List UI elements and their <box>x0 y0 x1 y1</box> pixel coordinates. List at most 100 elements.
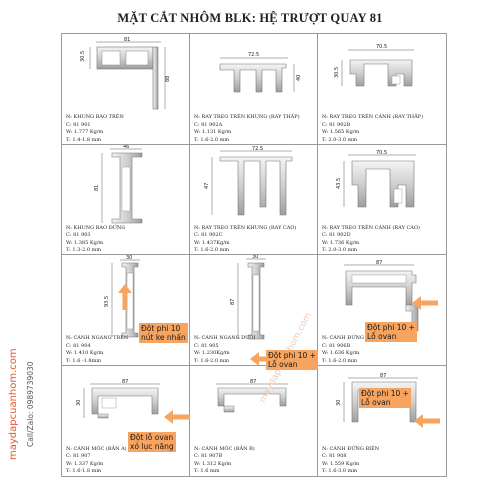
profile-cell: 70.5 30.5 N: RAY TREO TRÊN CÁNH (RAY THẤ… <box>318 34 446 145</box>
profile-weight: W: 1.437Kg/m <box>194 239 230 246</box>
profile-thickness: T: 2.0-3.0 mm <box>322 136 358 143</box>
profile-code: C: 81 907 <box>66 453 91 459</box>
profile-drawing: 70.5 30.5 <box>334 44 414 87</box>
dim-height: 30.5 <box>334 67 340 78</box>
dim-height: 81 <box>94 184 100 190</box>
callout-note: Đột phi 10 +Lỗ ovan <box>359 388 411 408</box>
profile-info: N: CÁNH ĐỨNG BIÊN C: 81 908 W: 1.559 Kg/… <box>322 446 444 476</box>
profile-info: N: RAY TREO TRÊN CÁNH (RAY THẤP) C: 81 9… <box>322 114 444 144</box>
profile-weight: W: 1.230Kg/m <box>194 350 230 356</box>
dim-height: 30 <box>76 399 82 405</box>
profile-cell: 46 81 N: KHUNG BAO ĐỨNG C: 81 903 W: 1.3… <box>62 144 190 255</box>
profile-code: C: 81 907B <box>194 453 223 459</box>
profile-code: C: 81 902B <box>322 121 351 128</box>
profile-code: C: 81 902C <box>194 232 223 238</box>
dim-width: 70.5 <box>376 44 387 50</box>
profile-code: C: 81 901 <box>66 121 91 128</box>
profile-cell: 87 30 N: CÁNH MÓC (BẢN A) C: 81 907 W: 1… <box>62 365 190 476</box>
profile-name: N: CÁNH NGANG DƯỚI <box>194 335 256 341</box>
dim-height: 93.5 <box>104 296 110 307</box>
profile-cell: 30 87 N: CÁNH NGANG DƯỚI C: 81 905 W: 1.… <box>190 255 318 366</box>
profile-weight: W: 1.337 Kg/m <box>66 460 104 467</box>
profile-code: C: 81 904 <box>66 342 91 349</box>
profile-name: N: KHUNG BAO ĐỨNG <box>66 224 126 231</box>
profile-thickness: T: 1.6-2.0 mm <box>194 247 230 253</box>
profile-code: C: 81 903 <box>66 232 91 238</box>
dim-width: 70.5 <box>376 150 387 156</box>
profile-drawing: 46 81 <box>94 145 143 223</box>
profile-info: N: CÁNH MÓC (BẢN A) C: 81 907 W: 1.337 K… <box>66 446 187 476</box>
profile-info: N: KHUNG BAO TRÊN C: 81 901 W: 1.777 Kg/… <box>66 114 187 144</box>
dim-height: 87 <box>230 299 236 305</box>
profile-name: N: RAY TREO TRÊN KHUNG (RAY CAO) <box>194 224 297 231</box>
profile-cell: 87 N: CÁNH MÓC (BẢN B) C: 81 907B W: 1.3… <box>190 365 318 476</box>
profile-info: N: CÁNH ĐỨNG GIỮA C: 81 906B W: 1.636 Kg… <box>322 335 444 365</box>
profile-code: C: 81 905 <box>194 342 219 349</box>
profile-weight: W: 1.636 Kg/m <box>322 350 360 356</box>
dim-depth: 88 <box>165 76 171 82</box>
profile-weight: W: 1.736 Kg/m <box>322 239 360 246</box>
left-arrow-icon <box>164 410 190 424</box>
left-arrow-icon <box>412 296 438 310</box>
profile-drawing: 87 30 <box>76 379 160 418</box>
profile-name: N: CÁNH ĐỨNG GIỮA <box>322 335 380 341</box>
profile-name: N: CÁNH NGANG TRÊN <box>66 335 129 341</box>
profile-name: N: CÁNH MÓC (BẢN A) <box>66 445 127 452</box>
profile-thickness: T: 1.4-1.8 mm <box>66 136 102 143</box>
brand-contact: Call/Zalo: 0989739030 <box>26 361 35 447</box>
profile-thickness: T: 1.3-2.0 mm <box>66 247 102 253</box>
profile-info: N: CÁNH NGANG DƯỚI C: 81 905 W: 1.230Kg/… <box>194 335 315 365</box>
dim-height: 30 <box>336 399 342 405</box>
profile-grid: 81 30.5 88 N: KHUNG BAO TRÊN C: 81 901 W… <box>61 33 447 477</box>
side-branding: maydapcuanhom.com Call/Zalo: 0989739030 <box>0 0 60 500</box>
profile-info: N: RAY TREO TRÊN KHUNG (RAY THẤP) C: 81 … <box>194 114 315 144</box>
callout-note: Đột phi 10 +Lỗ ovan <box>365 322 417 342</box>
profile-thickness: T: 1.6 mm <box>194 468 220 474</box>
left-arrow-icon <box>414 414 440 428</box>
profile-cell: 72.5 47 N: RAY TREO TRÊN KHUNG (RAY CAO)… <box>190 144 318 255</box>
profile-thickness: T: 2.0-3.0 mm <box>322 247 358 253</box>
profile-thickness: T: 1.6-2.0 mm <box>194 136 230 143</box>
profile-code: C: 81 902D <box>322 232 351 238</box>
profile-thickness: T: 1.6-2.0 mm <box>194 357 230 364</box>
dim-width: 46 <box>123 145 129 150</box>
dim-width: 87 <box>376 260 382 266</box>
page-title: MẶT CẮT NHÔM BLK: HỆ TRƯỢT QUAY 81 <box>117 11 383 25</box>
profile-name: N: RAY TREO TRÊN KHUNG (RAY THẤP) <box>194 114 300 120</box>
profile-cell: 72.5 40 N: RAY TREO TRÊN KHUNG (RAY THẤP… <box>190 34 318 145</box>
profile-cell: 87 N: CÁNH ĐỨNG GIỮA C: 81 906B W: 1.636… <box>318 255 446 366</box>
profile-name: N: KHUNG BAO TRÊN <box>66 114 124 120</box>
dim-width: 87 <box>250 379 256 385</box>
profile-weight: W: 1.312 Kg/m <box>194 460 232 467</box>
profile-drawing: 70.5 43.5 <box>336 150 416 207</box>
dim-width: 87 <box>122 379 128 385</box>
dim-width: 72.5 <box>248 52 259 58</box>
profile-code: C: 81 902A <box>194 121 223 128</box>
profile-weight: W: 1.385 Kg/m <box>66 239 104 246</box>
profile-drawing: 72.5 47 <box>204 146 293 215</box>
profile-name: N: CÁNH MÓC (BẢN B) <box>194 445 255 452</box>
profile-info: N: KHUNG BAO ĐỨNG C: 81 903 W: 1.385 Kg/… <box>66 225 187 255</box>
dim-height: 40 <box>296 75 302 81</box>
profile-code: C: 81 906B <box>322 342 351 349</box>
profile-drawing: 72.5 40 <box>219 52 302 93</box>
profile-drawing: 30 87 <box>230 255 266 340</box>
profile-weight: W: 1.565 Kg/m <box>322 129 360 135</box>
profile-weight: W: 1.131 Kg/m <box>194 129 232 135</box>
dim-height: 47 <box>204 182 210 188</box>
dim-width: 72.5 <box>252 146 263 152</box>
profile-drawing: 81 30.5 88 <box>80 37 171 110</box>
profile-info: N: CÁNH NGANG TRÊN C: 81 904 W: 1.410 Kg… <box>66 335 187 365</box>
profile-thickness: T: 1.6-3.0 mm <box>322 468 358 474</box>
brand-url: maydapcuanhom.com <box>8 348 19 460</box>
profile-drawing: 30 93.5 <box>104 255 140 338</box>
up-arrow-icon <box>118 284 132 310</box>
profile-cell: 70.5 43.5 N: RAY TREO TRÊN CÁNH (RAY CAO… <box>318 145 446 255</box>
profile-weight: W: 1.559 Kg/m <box>322 460 360 467</box>
profile-info: N: RAY TREO TRÊN CÁNH (RAY CAO) C: 81 90… <box>322 225 444 255</box>
left-arrow-icon <box>250 352 276 366</box>
profile-name: N: RAY TREO TRÊN CÁNH (RAY CAO) <box>322 224 420 231</box>
dim-width: 30 <box>252 255 258 260</box>
